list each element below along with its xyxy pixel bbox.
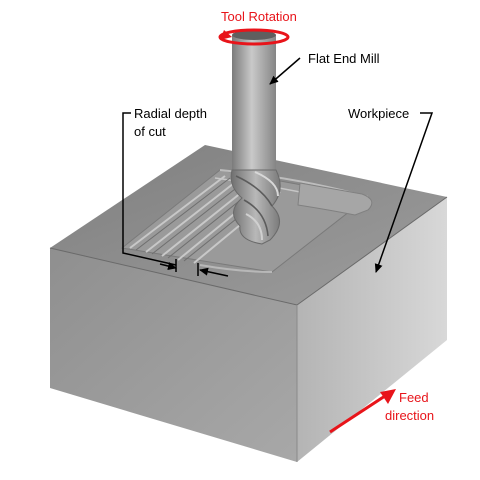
label-feed-line1: Feed: [399, 390, 429, 405]
flat-end-mill: [230, 30, 281, 245]
workpiece-right-face: [297, 197, 447, 462]
workpiece-left-face: [50, 248, 297, 462]
leader-workpiece: [374, 112, 434, 273]
label-radial-depth-line2: of cut: [134, 124, 166, 139]
mill-flutes: [230, 169, 281, 245]
label-feed-line2: direction: [385, 408, 434, 423]
tool-rotation-indicator: [218, 28, 290, 46]
label-workpiece: Workpiece: [348, 106, 409, 121]
radial-depth-dimension: [122, 112, 229, 277]
mill-shank: [232, 35, 276, 170]
label-flat-end-mill: Flat End Mill: [308, 51, 380, 66]
rotation-arrowhead: [220, 30, 232, 40]
label-radial-depth-line1: Radial depth: [134, 106, 207, 121]
feed-direction-arrow: [329, 389, 396, 434]
mill-shank-top: [232, 30, 276, 40]
label-tool-rotation: Tool Rotation: [221, 9, 297, 24]
leader-flat-end-mill: [269, 57, 301, 85]
rotation-ring: [218, 28, 290, 46]
